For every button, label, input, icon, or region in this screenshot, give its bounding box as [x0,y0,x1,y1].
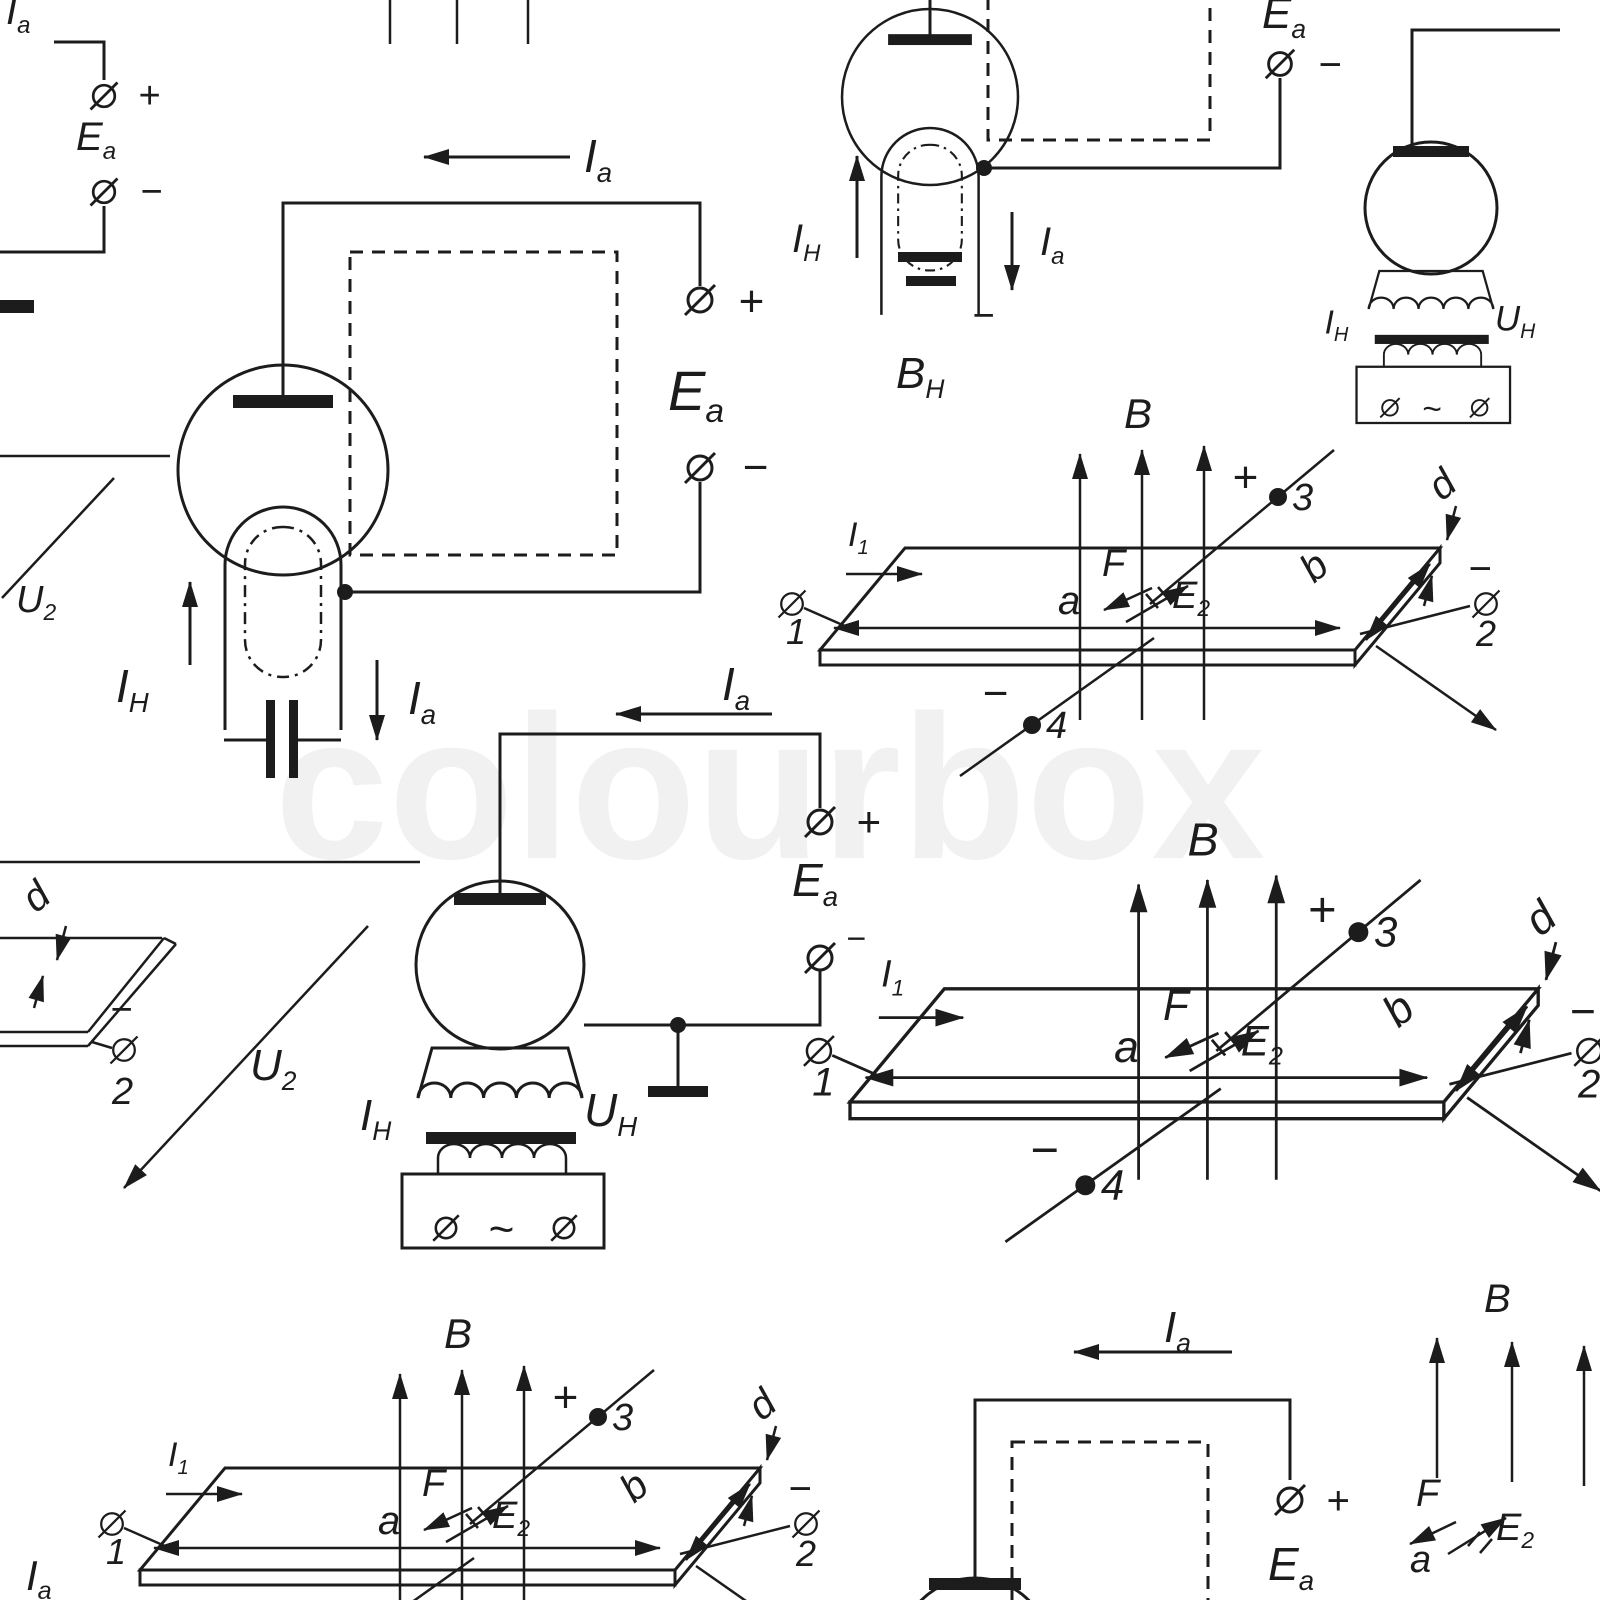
label-anode-current: Ia [1040,220,1064,270]
wire [1410,28,1560,146]
label-b-field: B [1484,1277,1511,1321]
label-output-voltage: U2 [250,1041,297,1096]
label-heater-current: IH [116,660,149,718]
label-anode-voltage: Ea [1262,0,1306,44]
junction-dot [337,584,353,600]
label-anode-voltage: Ea [792,854,838,912]
label-plus: + [1326,1479,1349,1523]
u2-line-upper-left: U2 [1,477,115,625]
force-arrow [1409,1520,1457,1546]
wire [973,1398,1292,1578]
label-dim-d: d [14,872,61,921]
label-anode-voltage: Ea [1268,1538,1314,1596]
label-heater-current: IH [792,217,821,267]
label-anode-current: Ia [6,0,30,39]
wire [54,40,106,80]
label-anode-current: Ia [584,130,612,188]
hall-plate-diagram-bottom [99,1310,820,1600]
label-plus: + [738,277,764,326]
wire [281,201,702,395]
label-anode-current: Ia [408,672,436,730]
tube-bulb [1363,140,1499,276]
anode-plate [0,300,34,313]
label-anode-current: Ia [722,658,750,716]
label-plus: + [856,798,881,845]
hall-plate-partial-bottom-right: B F E2 a [1409,1277,1592,1581]
triode-circuit-top: − Ea IH Ia − BH [792,0,1341,404]
circuit-partial-top-left: Ia + Ea − [0,0,162,313]
wire [0,206,106,254]
capacitor-plate [266,700,275,778]
anode-plate [929,1578,1021,1590]
label-hall-field: E2 [1496,1507,1534,1553]
label-minus: − [846,920,866,958]
label-minus: − [972,295,994,337]
wire [341,482,702,594]
wire [976,78,1282,170]
label-force: F [1416,1473,1441,1515]
label-plus: + [138,75,160,117]
tick [1467,1531,1481,1547]
triode-heater-circuit-center: Ia + Ea − [360,658,881,1254]
anode-plate [1393,146,1469,157]
label-anode-voltage: Ea [76,115,116,165]
pattern-tile-lines [0,0,530,864]
anode-plate [454,893,546,905]
label-dim-a: a [1410,1539,1431,1581]
triode-heater-circuit-right [1325,28,1560,428]
triode-circuit-bottom-right: Ia + Ea [919,1303,1349,1600]
label-anode-current: Ia [26,1552,52,1600]
label-anode-voltage: Ea [668,359,724,430]
dashed-enclosure [1010,1440,1210,1600]
d-dimension-arrow [28,975,45,1009]
d-dimension-arrow [55,925,72,961]
hall-plate-partial-left: d − 2 U2 [0,872,369,1189]
watermark-text: colourbox [275,673,1266,902]
tube-bulb [414,879,586,1051]
label-output-voltage: U2 [16,579,56,625]
triode-circuit-large: Ia + Ea − IH Ia [116,130,768,778]
electrode-bar [648,1086,708,1097]
capacitor-plate [289,700,298,778]
label-terminal-2: 2 [111,1071,133,1113]
label-anode-current: Ia [1164,1303,1191,1358]
battery-plate [898,252,962,262]
output-voltage-arrow [123,925,369,1189]
label-minus: − [140,171,162,213]
wire [91,1040,113,1050]
dashed-enclosure [348,250,619,557]
label-heater-battery: BH [896,349,945,404]
wire [498,732,822,893]
wire [584,970,822,1027]
tick [1479,1538,1493,1554]
dashed-enclosure [986,0,1212,142]
label-minus: − [110,989,132,1031]
battery-plate [906,276,956,286]
label-minus: − [1318,43,1341,87]
junction-dot [976,160,992,176]
label-minus: − [742,443,768,492]
